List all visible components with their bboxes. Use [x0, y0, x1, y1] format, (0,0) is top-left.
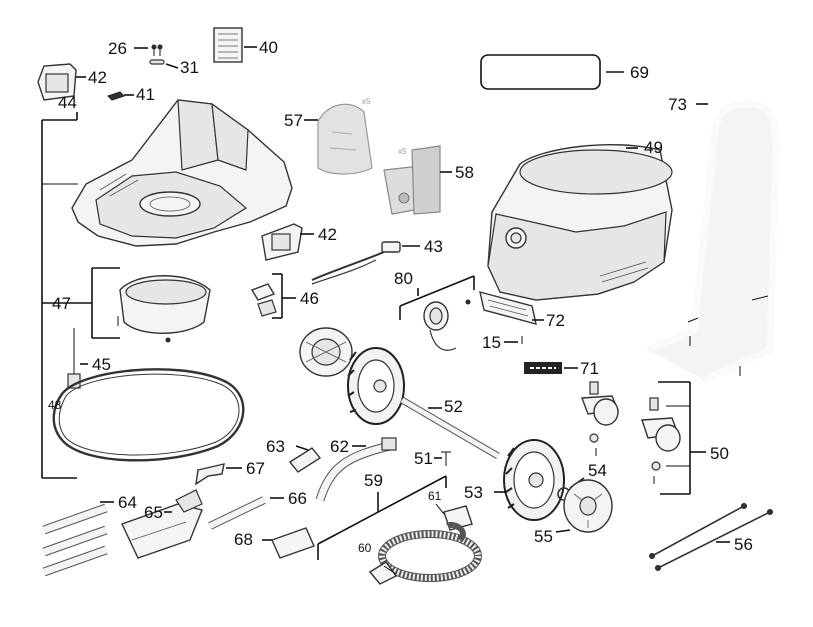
part-59-hose-bracket — [317, 475, 447, 560]
part-42-cover-mid — [261, 223, 314, 261]
label-43: 43 — [424, 237, 443, 256]
part-26-31-screws — [134, 44, 179, 69]
part-15-screw — [504, 336, 523, 344]
label-45: 45 — [92, 355, 111, 374]
label-50: 50 — [710, 444, 729, 463]
bracket-44 — [41, 112, 78, 479]
label-58: 58 — [455, 163, 474, 182]
label-31: 31 — [180, 58, 199, 77]
part-67-crevice-nozzle — [195, 463, 242, 486]
label-56: 56 — [734, 535, 753, 554]
part-64-extension-tubes — [42, 501, 114, 577]
part-72-front-panel — [479, 291, 544, 325]
part-46-latch-assembly — [250, 273, 296, 319]
label-44: 44 — [58, 93, 77, 112]
part-48-seal-gasket — [52, 368, 245, 462]
label-54: 54 — [588, 461, 607, 480]
part-51-screw — [434, 451, 451, 466]
part-80-switch-assembly — [399, 275, 475, 351]
label-61: 61 — [428, 489, 442, 503]
part-40-filter-block — [213, 27, 257, 63]
part-58-dust-bags — [383, 145, 452, 215]
part-52-axle — [400, 396, 500, 460]
label-72: 72 — [546, 311, 565, 330]
label-60: 60 — [358, 541, 372, 555]
part-69-label-plate — [480, 54, 624, 90]
label-63: 63 — [266, 437, 285, 456]
label-59: 59 — [364, 471, 383, 490]
label-57: 57 — [284, 111, 303, 130]
part-44-motor-housing — [71, 99, 293, 247]
label-73: 73 — [668, 95, 687, 114]
part-right-wheel — [494, 439, 565, 521]
label-48: 48 — [48, 398, 62, 412]
label-71: 71 — [580, 359, 599, 378]
label-47: 47 — [52, 294, 71, 313]
part-56-straps — [649, 503, 773, 571]
part-71-label-strip — [524, 362, 578, 374]
label-42-top: 42 — [88, 68, 107, 87]
label-65: 65 — [144, 503, 163, 522]
part-68-brush-nozzle — [262, 527, 315, 559]
label-46: 46 — [300, 289, 319, 308]
x5-filter-mark: x5 — [362, 97, 371, 106]
label-68: 68 — [234, 530, 253, 549]
part-63-adapter — [288, 445, 322, 473]
x5-bags-mark: x5 — [398, 147, 407, 156]
part-41-clip — [107, 91, 134, 101]
part-57-filter-cartridge — [304, 103, 373, 175]
part-55-hubcap — [555, 479, 613, 533]
part-hose-coil — [368, 522, 482, 585]
label-80: 80 — [394, 269, 413, 288]
label-62: 62 — [330, 437, 349, 456]
part-left-wheel — [347, 347, 405, 425]
label-51: 51 — [414, 449, 433, 468]
label-67: 67 — [246, 459, 265, 478]
label-53: 53 — [464, 483, 483, 502]
part-73-telescopic-handle — [646, 100, 780, 384]
part-47-filter-basket — [42, 267, 211, 343]
part-left-wheel-hubcap — [299, 327, 353, 377]
label-64: 64 — [118, 493, 137, 512]
part-62-curved-tube — [315, 437, 397, 502]
label-40: 40 — [259, 38, 278, 57]
label-69: 69 — [630, 63, 649, 82]
label-55: 55 — [534, 527, 553, 546]
label-42-mid: 42 — [318, 225, 337, 244]
part-42-cover-top — [37, 63, 86, 101]
part-50-castor-wheels — [581, 381, 706, 495]
label-15: 15 — [482, 333, 501, 352]
part-43-power-cord — [311, 241, 420, 285]
label-49: 49 — [644, 138, 663, 157]
part-49-dust-container — [487, 144, 673, 301]
label-66: 66 — [288, 489, 307, 508]
label-52: 52 — [444, 397, 463, 416]
part-66-nozzle-tube — [208, 496, 284, 530]
part-45-float-valve — [67, 328, 88, 389]
label-26: 26 — [108, 39, 127, 58]
part-65-floor-nozzle — [121, 489, 203, 559]
label-41: 41 — [136, 85, 155, 104]
